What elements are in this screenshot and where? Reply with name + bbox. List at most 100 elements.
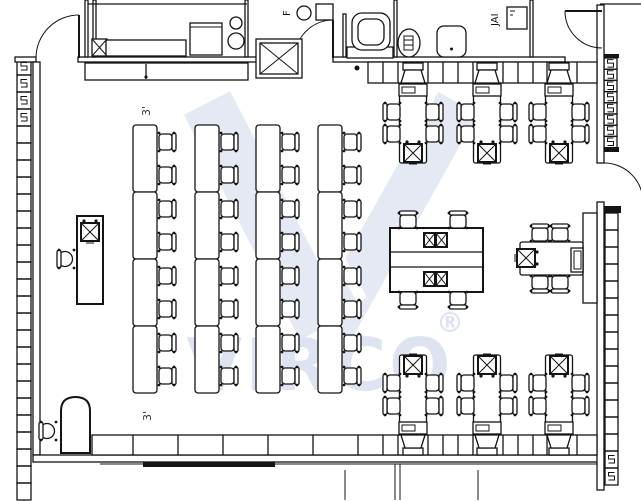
student-chair-back: [233, 165, 239, 185]
computer-chair: [570, 395, 590, 417]
computer-chair-seat: [571, 103, 586, 121]
dimension-label-top: 3': [140, 106, 153, 116]
chair-leg: [342, 298, 346, 302]
interior-partition: [342, 13, 347, 58]
student-chair-seat: [281, 233, 296, 251]
chair-leg: [383, 395, 387, 399]
chair-leg: [498, 141, 502, 145]
chair-leg: [357, 216, 361, 220]
student-chair: [280, 198, 300, 220]
computer-chair-seat: [499, 374, 514, 392]
student-chair: [219, 265, 239, 287]
shelf-cell: [16, 176, 32, 195]
chair-leg: [295, 149, 299, 153]
computer-chair: [528, 123, 548, 145]
chair-leg: [570, 390, 574, 394]
student-chair-back: [356, 232, 362, 252]
student-table: [132, 258, 158, 327]
chair-leg: [549, 274, 553, 278]
chair-leg: [295, 198, 299, 202]
chair-leg: [424, 372, 428, 376]
student-chair-seat: [158, 267, 173, 285]
task-chair-arm: [417, 374, 421, 378]
shelf-cell: [16, 363, 32, 382]
student-chair: [342, 298, 362, 320]
student-chair-back: [356, 299, 362, 319]
chair-leg: [472, 101, 476, 105]
student-chair-seat: [281, 166, 296, 184]
shelf-hatch-mark: [607, 126, 614, 135]
chair-leg: [219, 283, 223, 287]
shelf-cell: [16, 346, 32, 365]
column-block-x: [91, 38, 108, 57]
chair-leg: [234, 350, 238, 354]
task-chair-arm: [479, 374, 483, 378]
computer-chair: [382, 123, 402, 145]
task-chair-arm: [551, 140, 555, 144]
chair-leg: [342, 149, 346, 153]
student-chair: [280, 332, 300, 354]
student-chair-seat: [220, 200, 235, 218]
chair-leg: [513, 119, 517, 123]
chair-leg: [157, 131, 161, 135]
chair-leg: [383, 141, 387, 145]
chair-leg: [513, 413, 517, 417]
chair-leg: [57, 266, 61, 270]
computer-chair-seat: [571, 125, 586, 143]
chair-leg: [570, 141, 574, 145]
computer-chair-seat: [551, 275, 569, 290]
chair-leg: [498, 372, 502, 376]
chair-leg: [465, 226, 469, 230]
chair-leg: [357, 265, 361, 269]
chair-leg: [457, 123, 461, 127]
computer-chair: [528, 101, 548, 123]
chair-leg: [280, 283, 284, 287]
chair-leg: [439, 413, 443, 417]
chair-leg: [157, 198, 161, 202]
student-chair-seat: [158, 367, 173, 385]
chair-leg: [234, 283, 238, 287]
chair-leg: [567, 239, 571, 243]
chair-leg: [498, 390, 502, 394]
chair-leg: [157, 383, 161, 387]
student-chair: [342, 164, 362, 186]
chair-leg: [280, 216, 284, 220]
exterior-wall: [596, 201, 605, 491]
student-chair-back: [233, 132, 239, 152]
student-chair: [219, 365, 239, 387]
student-chair: [342, 231, 362, 253]
chair-leg: [295, 249, 299, 253]
chair-leg: [157, 316, 161, 320]
chair-leg: [465, 305, 469, 309]
computer-chair-seat: [425, 374, 440, 392]
guest-chair-back: [38, 421, 44, 441]
chair-leg: [219, 249, 223, 253]
computer-chair-seat: [531, 275, 549, 290]
crt-monitor: [474, 69, 500, 84]
door-swing-arc: [564, 10, 603, 49]
computer-chair: [424, 101, 444, 123]
chair-leg: [342, 365, 346, 369]
student-chair-seat: [281, 367, 296, 385]
chair-leg: [544, 119, 548, 123]
student-chair-seat: [158, 334, 173, 352]
student-table: [132, 191, 158, 260]
student-chair-seat: [158, 300, 173, 318]
fixture-circle: [296, 5, 312, 21]
chair-leg: [457, 390, 461, 394]
chair-leg: [398, 119, 402, 123]
computer-chair-back: [550, 223, 570, 229]
chair-leg: [172, 216, 176, 220]
chair-leg: [342, 383, 346, 387]
student-chair: [157, 298, 177, 320]
crt-monitor: [474, 434, 500, 449]
student-table: [194, 325, 220, 394]
student-chair-seat: [158, 200, 173, 218]
student-chair-back: [171, 333, 177, 353]
guest-chair: [56, 248, 76, 270]
student-table: [317, 191, 343, 260]
chair-leg: [357, 164, 361, 168]
computer-chair-back: [456, 396, 462, 416]
chair-leg: [234, 216, 238, 220]
machine-unit-x: [435, 271, 448, 287]
